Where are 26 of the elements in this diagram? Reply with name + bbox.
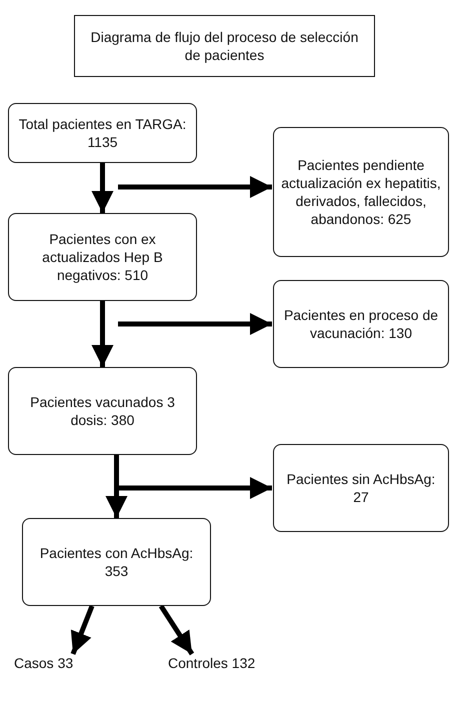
box-text: Pacientes vacunados 3 dosis: 380 <box>29 392 176 430</box>
arrow <box>118 176 272 198</box>
box-text: Pacientes pendiente actualización ex hepatitis, derivados, fallecidos, abandonos: 625 <box>280 156 442 228</box>
outcome-label: Casos 33 <box>14 654 94 672</box>
process-box <box>8 213 197 301</box>
box-text: Total pacientes en TARGA: 1135 <box>18 114 188 152</box>
process-box <box>8 367 197 455</box>
box-text: Pacientes con ex actualizados Hep B negativos: 510 <box>41 230 164 284</box>
process-box <box>273 280 449 368</box>
arrow <box>158 604 194 656</box>
process-box <box>8 103 197 163</box>
box-text: Pacientes en proceso de vacunación: 130 <box>282 306 440 342</box>
title-box <box>74 15 375 77</box>
process-box <box>22 518 211 606</box>
title-text: Diagrama de flujo del proceso de selección de pacientes <box>90 28 360 64</box>
process-box <box>273 444 449 532</box>
box-text: Pacientes con AcHbsAg: 353 <box>38 544 194 580</box>
arrow <box>106 455 128 518</box>
arrow <box>92 301 114 367</box>
arrow <box>118 313 272 335</box>
arrow <box>118 477 272 499</box>
process-box <box>273 127 449 257</box>
box-text: Pacientes sin AcHbsAg: 27 <box>286 470 436 506</box>
arrow <box>70 605 94 655</box>
outcome-label: Controles 132 <box>168 654 278 672</box>
arrow <box>92 163 114 213</box>
